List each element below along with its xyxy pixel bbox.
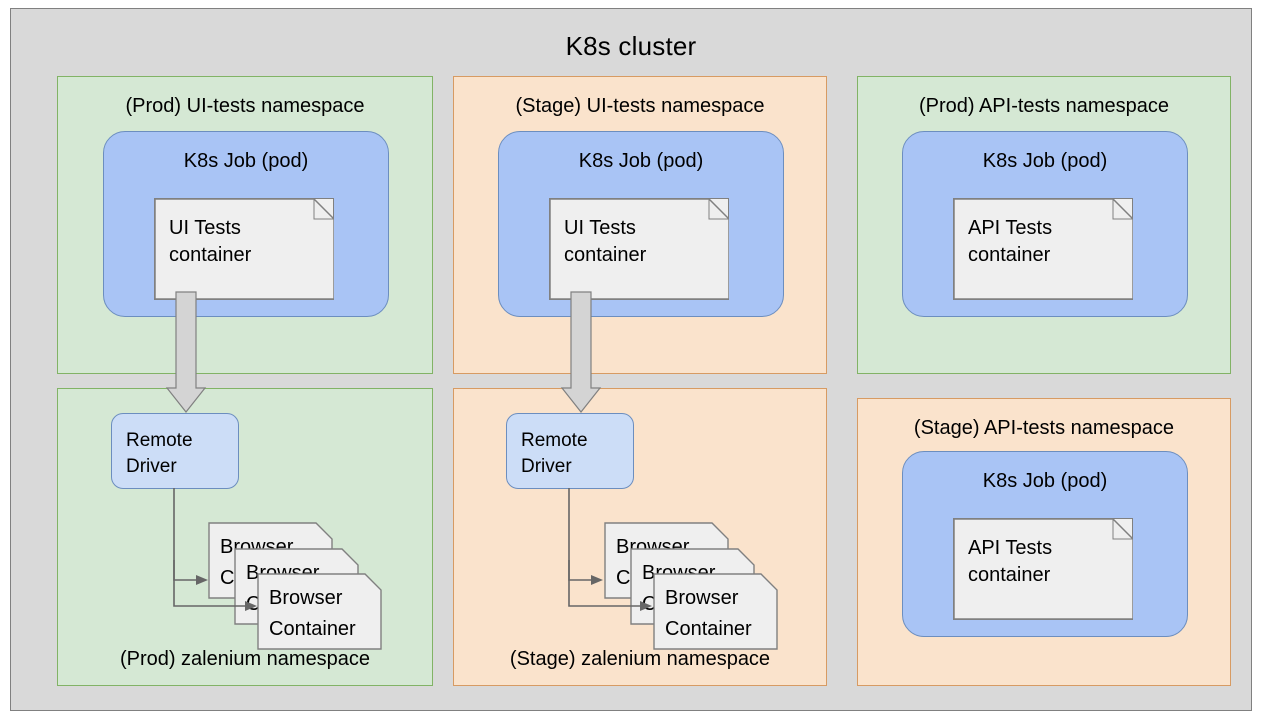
remote-driver-label: Remote Driver: [126, 428, 193, 480]
remote-driver-prod: Remote Driver: [111, 413, 239, 489]
container-api-tests: API Tests container: [953, 518, 1133, 620]
container-label-line2: container: [169, 244, 252, 266]
container-label-line1: UI Tests: [169, 217, 241, 239]
remote-driver-line1: Remote: [126, 430, 193, 451]
remote-driver-label: Remote Driver: [521, 428, 588, 480]
pod-stage-ui-tests: K8s Job (pod) UI Tests container: [498, 131, 784, 317]
note-corner-icon: [953, 198, 1133, 300]
namespace-label: (Stage) UI-tests namespace: [515, 95, 765, 117]
pod-title: K8s Job (pod): [578, 150, 704, 172]
container-label-line1: API Tests: [968, 217, 1053, 239]
pod-title: K8s Job (pod): [183, 150, 309, 172]
namespace-label: (Prod) API-tests namespace: [918, 95, 1170, 117]
namespace-stage-ui-tests: (Stage) UI-tests namespace K8s Job (pod)…: [453, 76, 827, 374]
namespace-label: (Prod) UI-tests namespace: [125, 95, 365, 117]
namespace-prod-api-tests: (Prod) API-tests namespace K8s Job (pod)…: [857, 76, 1231, 374]
note-corner-icon: [953, 518, 1133, 620]
pod-stage-api-tests: K8s Job (pod) API Tests container: [902, 451, 1188, 637]
pod-title: K8s Job (pod): [982, 150, 1108, 172]
browser-container-label: Browser Container: [665, 583, 752, 645]
container-label: UI Tests container: [169, 215, 251, 269]
browser-container-line1: Browser: [665, 587, 739, 609]
container-label: UI Tests container: [564, 215, 646, 269]
remote-driver-stage: Remote Driver: [506, 413, 634, 489]
browser-container-line2: Container: [665, 618, 752, 640]
note-shape-icon: [653, 573, 778, 650]
namespace-stage-api-tests: (Stage) API-tests namespace K8s Job (pod…: [857, 398, 1231, 686]
container-label: API Tests container: [968, 215, 1052, 269]
pod-prod-ui-tests: K8s Job (pod) UI Tests container: [103, 131, 389, 317]
container-ui-tests: UI Tests container: [154, 198, 334, 300]
container-label-line2: container: [564, 244, 647, 266]
container-ui-tests: UI Tests container: [549, 198, 729, 300]
container-label-line1: UI Tests: [564, 217, 636, 239]
browser-container-3: Browser Container: [653, 573, 778, 650]
note-shape-icon: [257, 573, 382, 650]
container-label-line1: API Tests: [968, 537, 1053, 559]
pod-prod-api-tests: K8s Job (pod) API Tests container: [902, 131, 1188, 317]
namespace-label: (Stage) zalenium namespace: [509, 648, 771, 670]
browser-container-3: Browser Container: [257, 573, 382, 650]
browser-container-line2: Container: [269, 618, 356, 640]
namespace-prod-ui-tests: (Prod) UI-tests namespace K8s Job (pod) …: [57, 76, 433, 374]
namespace-label: (Prod) zalenium namespace: [119, 648, 371, 670]
note-corner-icon: [154, 198, 334, 300]
remote-driver-line1: Remote: [521, 430, 588, 451]
browser-container-label: Browser Container: [269, 583, 356, 645]
browser-container-line1: Browser: [269, 587, 343, 609]
note-corner-icon: [549, 198, 729, 300]
pod-title: K8s Job (pod): [982, 470, 1108, 492]
namespace-label: (Stage) API-tests namespace: [913, 417, 1175, 439]
container-api-tests: API Tests container: [953, 198, 1133, 300]
container-label-line2: container: [968, 244, 1051, 266]
container-label-line2: container: [968, 564, 1051, 586]
cluster-title: K8s cluster: [565, 31, 697, 61]
namespace-prod-zalenium: (Prod) zalenium namespace Remote Driver …: [57, 388, 433, 686]
container-label: API Tests container: [968, 535, 1052, 589]
remote-driver-line2: Driver: [521, 456, 572, 477]
namespace-stage-zalenium: (Stage) zalenium namespace Remote Driver…: [453, 388, 827, 686]
remote-driver-line2: Driver: [126, 456, 177, 477]
